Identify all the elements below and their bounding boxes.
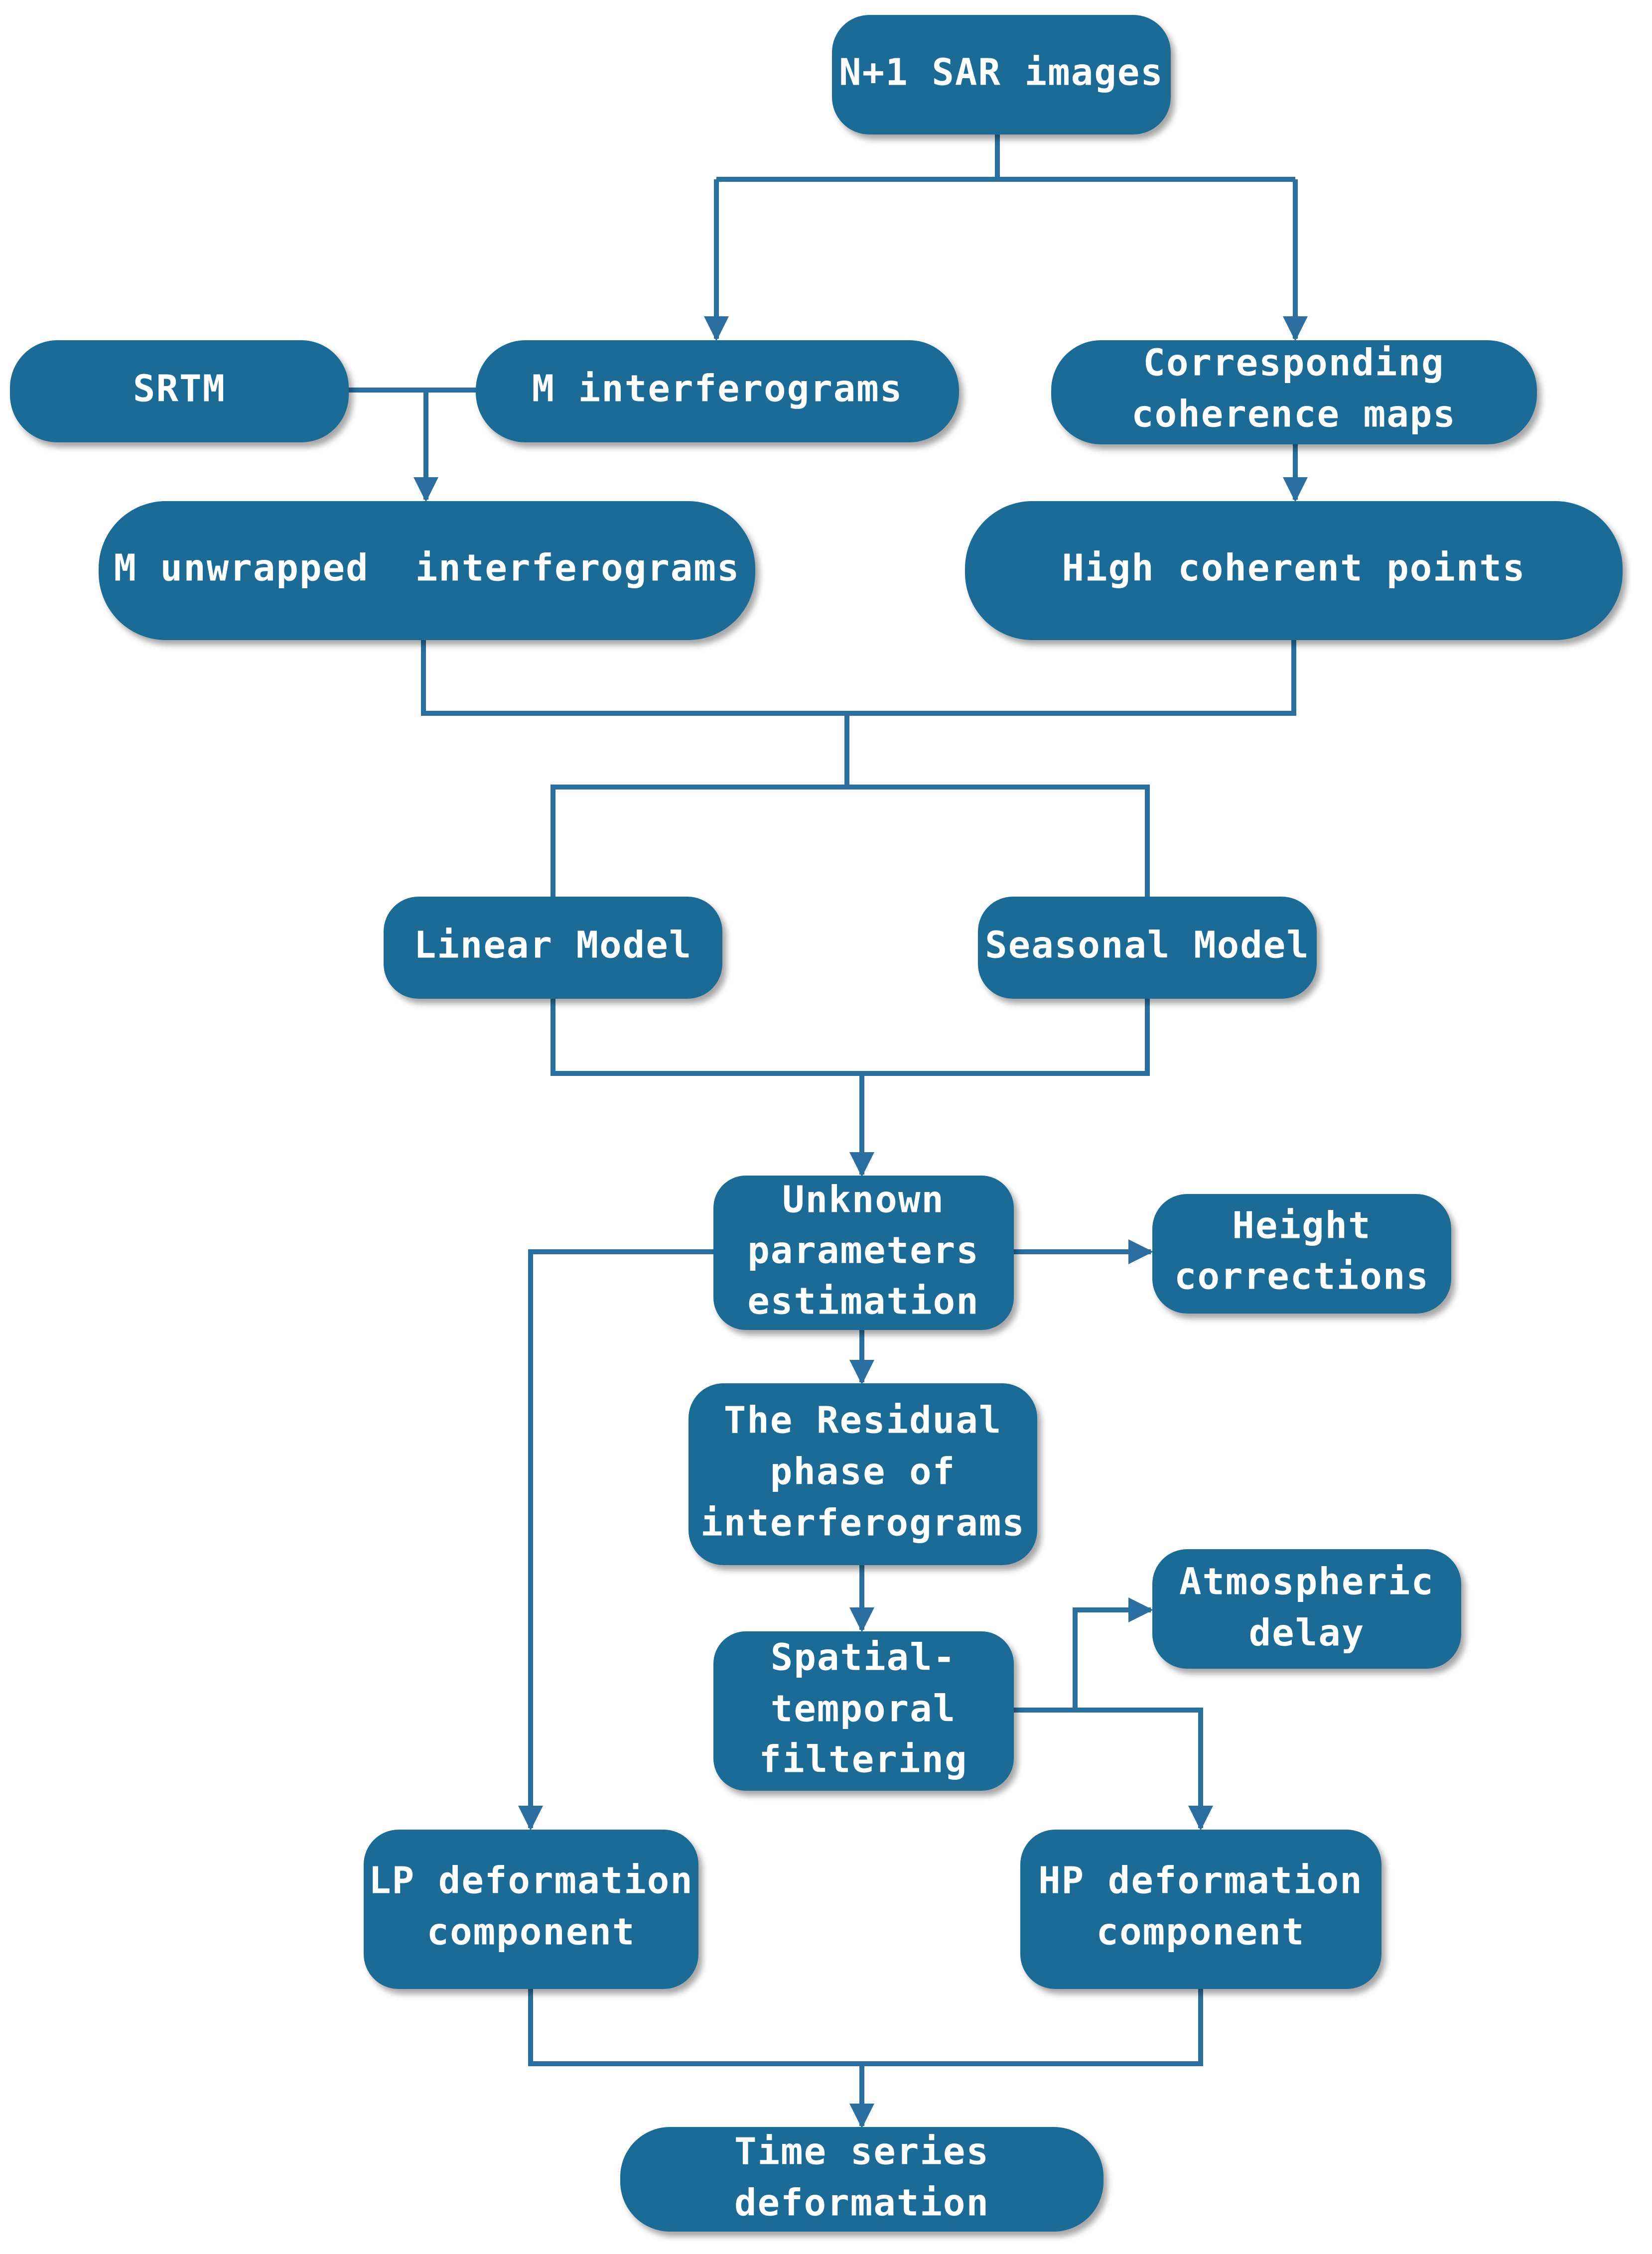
node-atmospheric-delay-line-2: delay bbox=[1249, 1612, 1365, 1655]
node-unwrapped-interferograms-line-1: M unwrapped interferograms bbox=[114, 547, 740, 590]
connector-to-hp bbox=[1014, 1708, 1213, 1831]
node-lp-deformation-line-1: LP deformation bbox=[369, 1859, 693, 1902]
node-unknown-parameters-line-2: parameters bbox=[747, 1229, 979, 1272]
node-residual-phase-line-2: phase of bbox=[770, 1451, 956, 1493]
node-hp-deformation-line-2: component bbox=[1097, 1911, 1305, 1954]
node-residual-phase-line-3: interferograms bbox=[700, 1502, 1025, 1545]
node-unknown-parameters-line-3: estimation bbox=[747, 1280, 979, 1323]
node-time-series-deformation-line-2: deformation bbox=[734, 2182, 989, 2225]
node-m-interferograms: M interferograms bbox=[476, 340, 959, 442]
node-lp-deformation: LP deformation component bbox=[364, 1830, 698, 1989]
node-high-coherent-points-line-1: High coherent points bbox=[1062, 547, 1525, 590]
node-hp-deformation: HP deformation component bbox=[1020, 1830, 1381, 1989]
node-spatial-temporal-filtering-line-3: filtering bbox=[759, 1738, 968, 1781]
node-residual-phase: The Residual phase of interferograms bbox=[688, 1383, 1037, 1565]
node-spatial-temporal-filtering-line-1: Spatial- bbox=[771, 1636, 956, 1679]
node-spatial-temporal-filtering: Spatial- temporal filtering bbox=[713, 1631, 1014, 1791]
node-seasonal-model-line-1: Seasonal Model bbox=[985, 924, 1310, 967]
connector-to-models bbox=[551, 785, 1150, 897]
node-unknown-parameters: Unknown parameters estimation bbox=[713, 1176, 1014, 1330]
node-unknown-parameters-line-1: Unknown bbox=[782, 1179, 945, 1221]
node-seasonal-model: Seasonal Model bbox=[978, 897, 1317, 999]
connector-models-join bbox=[551, 999, 1150, 1076]
node-m-interferograms-line-1: M interferograms bbox=[532, 368, 903, 410]
node-sar-images: N+1 SAR images bbox=[832, 15, 1171, 134]
node-atmospheric-delay: Atmospheric delay bbox=[1152, 1549, 1461, 1669]
node-coherence-maps: Corresponding coherence maps bbox=[1051, 340, 1537, 444]
node-linear-model-line-1: Linear Model bbox=[414, 924, 692, 967]
node-height-corrections-line-2: corrections bbox=[1174, 1255, 1429, 1298]
node-atmospheric-delay-line-1: Atmospheric bbox=[1179, 1561, 1434, 1603]
connector-to-atmos bbox=[1014, 1597, 1153, 1713]
node-coherence-maps-line-1: Corresponding bbox=[1143, 342, 1444, 385]
node-time-series-deformation: Time series deformation bbox=[620, 2127, 1103, 2232]
node-unwrapped-interferograms: M unwrapped interferograms bbox=[99, 501, 755, 640]
node-residual-phase-line-1: The Residual bbox=[724, 1399, 1002, 1442]
node-height-corrections: Height corrections bbox=[1152, 1194, 1451, 1314]
node-hp-deformation-line-1: HP deformation bbox=[1038, 1859, 1363, 1902]
node-height-corrections-line-1: Height bbox=[1232, 1204, 1371, 1247]
node-srtm-line-1: SRTM bbox=[133, 368, 226, 410]
node-sar-images-line-1: N+1 SAR images bbox=[839, 51, 1164, 94]
node-coherence-maps-line-2: coherence maps bbox=[1131, 393, 1456, 436]
node-linear-model: Linear Model bbox=[384, 897, 722, 999]
node-lp-deformation-line-2: component bbox=[427, 1911, 636, 1954]
connector-join-top bbox=[421, 640, 1296, 716]
connectors bbox=[349, 134, 1308, 2128]
node-spatial-temporal-filtering-line-2: temporal bbox=[771, 1688, 956, 1730]
node-high-coherent-points: High coherent points bbox=[965, 501, 1623, 640]
connector-lp-hp-join bbox=[528, 1989, 1203, 2066]
node-srtm: SRTM bbox=[10, 340, 349, 442]
node-time-series-deformation-line-1: Time series bbox=[734, 2130, 989, 2173]
connector-to-lp bbox=[518, 1249, 713, 1831]
